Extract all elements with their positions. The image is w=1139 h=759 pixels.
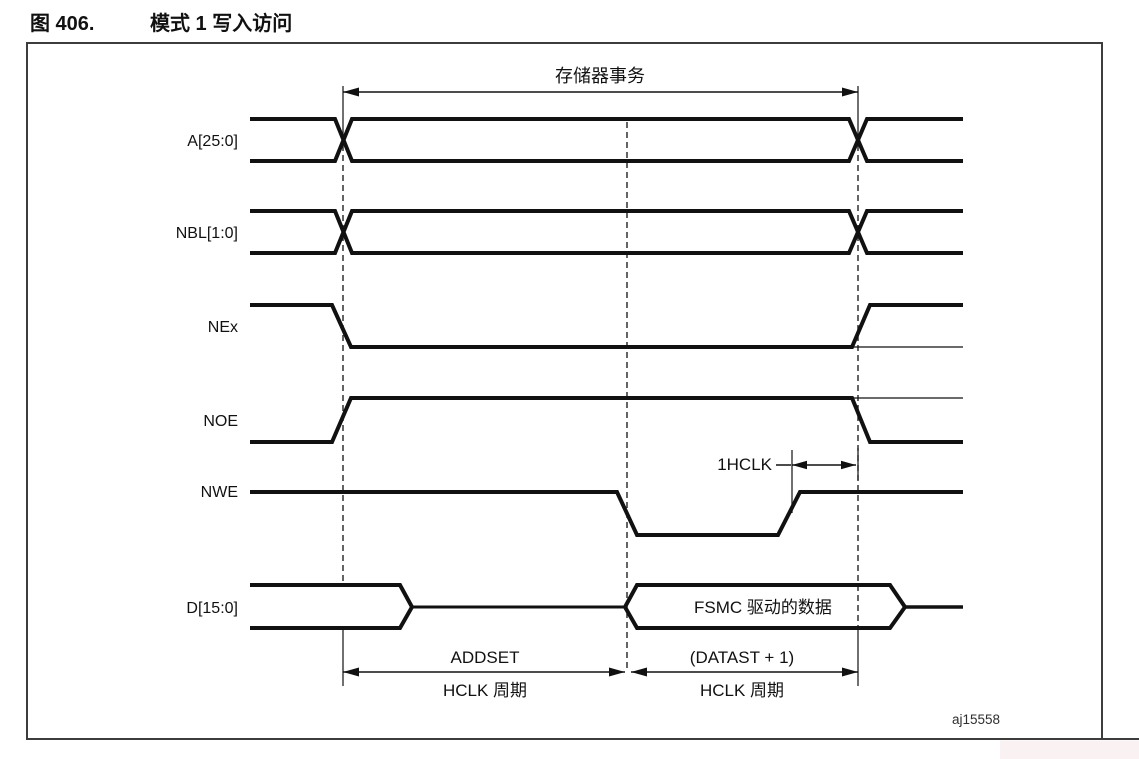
arrowhead-left-icon [343, 87, 359, 97]
figure-frame [26, 42, 1103, 740]
figure-label: 图 406. [30, 12, 94, 35]
signal-label-nex: NEx [208, 319, 238, 336]
arrowhead-right-icon [609, 667, 625, 677]
signal-noe: NOE [203, 396, 963, 444]
d-bus-left-fill [250, 585, 412, 628]
signal-label-nbl: NBL[1:0] [176, 225, 238, 242]
nwe-wave [250, 490, 963, 537]
phase-boundary-markers [342, 86, 859, 686]
signal-label-noe: NOE [203, 413, 238, 430]
addset-label: ADDSET [451, 648, 520, 667]
addset-phase-span: ADDSET HCLK 周期 [343, 648, 625, 700]
arrowhead-left-icon [631, 667, 647, 677]
memory-transaction-span: 存储器事务 [343, 66, 858, 97]
datast-label: (DATAST + 1) [690, 648, 794, 667]
signal-nwe: NWE [201, 484, 963, 537]
datast-unit-label: HCLK 周期 [700, 681, 784, 700]
a-bus-wave-2 [250, 117, 963, 163]
figure-watermark: aj15558 [952, 712, 1000, 727]
signal-nbl-bus: NBL[1:0] [176, 209, 963, 255]
arrowhead-right-icon [842, 667, 858, 677]
memory-transaction-label: 存储器事务 [555, 66, 645, 86]
arrowhead-right-icon [841, 460, 856, 470]
scan-tint [1000, 740, 1139, 759]
nex-wave [250, 303, 963, 349]
addset-unit-label: HCLK 周期 [443, 681, 527, 700]
signal-nex: NEx [208, 303, 963, 349]
nbl-bus-wave-2 [250, 209, 963, 255]
arrowhead-left-icon [792, 460, 807, 470]
noe-wave [250, 396, 963, 444]
one-hclk-label: 1HCLK [717, 455, 772, 474]
signal-a-bus: A[25:0] [187, 117, 963, 163]
datast-phase-span: (DATAST + 1) HCLK 周期 [631, 648, 858, 700]
signal-label-d: D[15:0] [186, 600, 238, 617]
nbl-bus-wave-1 [250, 209, 963, 255]
arrowhead-left-icon [343, 667, 359, 677]
signal-label-nwe: NWE [201, 484, 238, 501]
figure-title: 模式 1 写入访问 [150, 11, 292, 35]
one-hclk-annotation: 1HCLK [717, 455, 856, 474]
a-bus-wave-1 [250, 117, 963, 163]
signal-label-a: A[25:0] [187, 133, 238, 150]
arrowhead-right-icon [842, 87, 858, 97]
signal-d-bus: D[15:0] FSMC 驱动的数据 [186, 583, 963, 630]
fsmc-data-label: FSMC 驱动的数据 [694, 598, 832, 617]
